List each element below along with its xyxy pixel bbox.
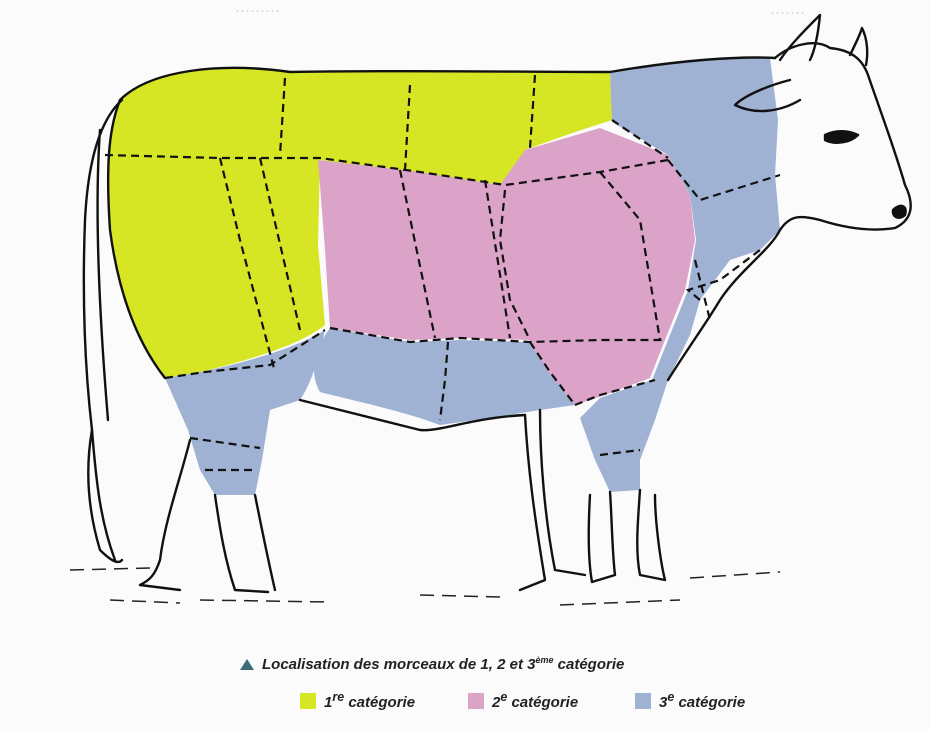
legend: 1re catégorie 2e catégorie 3e catégorie xyxy=(300,690,800,714)
legend-item-cat1: 1re catégorie xyxy=(300,690,415,711)
legend-swatch-cat3 xyxy=(635,693,651,709)
ground-lines xyxy=(70,568,780,605)
figure-caption: Localisation des morceaux de 1, 2 et 3èm… xyxy=(240,655,800,673)
caption-text: Localisation des morceaux de 1, 2 et 3èm… xyxy=(262,655,624,673)
triangle-icon xyxy=(240,659,254,670)
legend-label-cat1: 1re catégorie xyxy=(324,690,415,711)
legend-label-cat2: 2e catégorie xyxy=(492,690,578,711)
legend-label-cat3: 3e catégorie xyxy=(659,690,745,711)
legend-swatch-cat2 xyxy=(468,693,484,709)
legend-item-cat2: 2e catégorie xyxy=(468,690,578,711)
legend-item-cat3: 3e catégorie xyxy=(635,690,745,711)
legend-swatch-cat1 xyxy=(300,693,316,709)
cow-diagram xyxy=(0,0,930,650)
